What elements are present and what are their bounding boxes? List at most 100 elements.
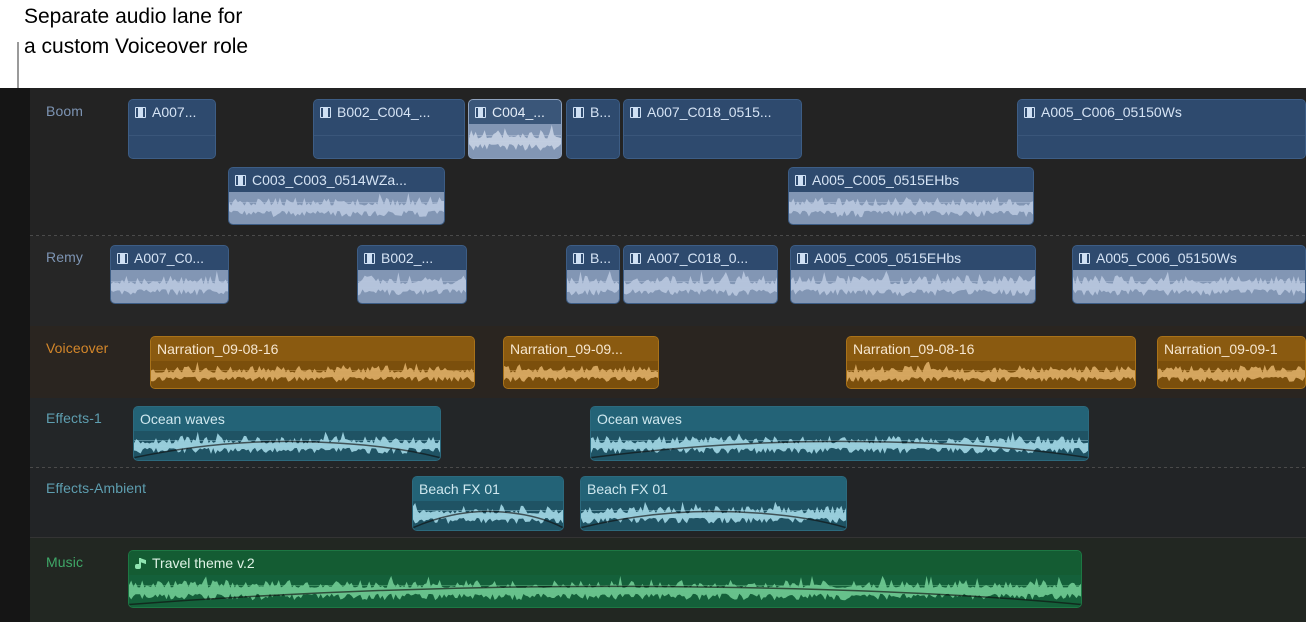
clip-title: A005_C005_0515EHbs xyxy=(791,246,1035,270)
clip-waveform xyxy=(111,270,228,303)
lane-label-effects-1[interactable]: Effects-1 xyxy=(46,410,102,426)
timeline-lane-music[interactable]: Music Travel theme v.2 xyxy=(30,538,1306,622)
clip-name: Beach FX 01 xyxy=(419,481,500,497)
clip-waveform xyxy=(847,361,1135,388)
clip-name: A007_C0... xyxy=(134,250,205,266)
clip-name: B... xyxy=(590,104,612,120)
clip-title: B... xyxy=(567,100,619,124)
callout-label: Separate audio lane for a custom Voiceov… xyxy=(24,5,249,58)
clip-title: Ocean waves xyxy=(134,407,440,431)
lane-label-boom[interactable]: Boom xyxy=(46,103,83,119)
clip-waveform xyxy=(591,431,1088,460)
film-icon xyxy=(795,174,806,186)
clip-name: C003_C003_0514WZa... xyxy=(252,172,407,188)
film-icon xyxy=(1079,252,1090,264)
timeline-left-gutter xyxy=(0,88,30,622)
timeline-clip[interactable]: Ocean waves xyxy=(590,406,1089,461)
clip-title: Beach FX 01 xyxy=(581,477,846,501)
clip-waveform xyxy=(1073,270,1305,303)
film-icon xyxy=(630,106,641,118)
clip-waveform xyxy=(624,124,801,158)
timeline-clip[interactable]: B... xyxy=(566,245,620,304)
clip-title: Narration_09-08-16 xyxy=(847,337,1135,361)
clip-title: B002_... xyxy=(358,246,466,270)
clip-name: Narration_09-09... xyxy=(510,341,623,357)
lane-label-effects-ambient[interactable]: Effects-Ambient xyxy=(46,480,147,496)
clip-name: C004_... xyxy=(492,104,545,120)
timeline-lane-effects-1[interactable]: Effects-1 Ocean waves Ocean waves xyxy=(30,398,1306,468)
clip-waveform xyxy=(151,361,474,388)
film-icon xyxy=(573,106,584,118)
clip-name: A005_C006_05150Ws xyxy=(1096,250,1237,266)
timeline-clip[interactable]: A005_C005_0515EHbs xyxy=(790,245,1036,304)
timeline-lane-boom[interactable]: Boom A007... B002_C004_... C004_... B... A00… xyxy=(30,88,1306,236)
timeline-clip[interactable]: Narration_09-08-16 xyxy=(150,336,475,389)
timeline-clip[interactable]: C004_... xyxy=(468,99,562,159)
clip-name: Narration_09-08-16 xyxy=(853,341,975,357)
music-note-icon xyxy=(135,557,146,569)
timeline-clip[interactable]: B... xyxy=(566,99,620,159)
timeline-clip[interactable]: B002_... xyxy=(357,245,467,304)
clip-name: Travel theme v.2 xyxy=(152,555,255,571)
timeline-clip[interactable]: A007_C018_0515... xyxy=(623,99,802,159)
clip-waveform xyxy=(134,431,440,460)
timeline-lane-remy[interactable]: Remy A007_C0... B002_... B... A007_C018_0… xyxy=(30,236,1306,326)
timeline-clip[interactable]: Narration_09-08-16 xyxy=(846,336,1136,389)
clip-title: A005_C006_05150Ws xyxy=(1073,246,1305,270)
clip-name: Ocean waves xyxy=(140,411,225,427)
clip-title: Ocean waves xyxy=(591,407,1088,431)
film-icon xyxy=(573,252,584,264)
lane-divider xyxy=(30,537,1306,538)
clip-waveform xyxy=(567,270,619,303)
clip-title: C004_... xyxy=(469,100,561,124)
timeline-lane-voiceover[interactable]: Voiceover Narration_09-08-16 Narration_09… xyxy=(30,326,1306,398)
timeline-clip[interactable]: A007_C018_0... xyxy=(623,245,778,304)
clip-waveform xyxy=(791,270,1035,303)
clip-title: Narration_09-08-16 xyxy=(151,337,474,361)
timeline-clip[interactable]: A007_C0... xyxy=(110,245,229,304)
timeline-clip[interactable]: Narration_09-09... xyxy=(503,336,659,389)
timeline-clip[interactable]: A005_C005_0515EHbs xyxy=(788,167,1034,225)
clip-name: A007... xyxy=(152,104,197,120)
clip-waveform xyxy=(314,124,464,158)
timeline-clip[interactable]: A005_C006_05150Ws xyxy=(1072,245,1306,304)
clip-name: A005_C006_05150Ws xyxy=(1041,104,1182,120)
clip-waveform xyxy=(229,192,444,224)
clip-name: A005_C005_0515EHbs xyxy=(812,172,960,188)
clip-name: Narration_09-09-1 xyxy=(1164,341,1278,357)
lane-label-music[interactable]: Music xyxy=(46,554,84,570)
clip-waveform xyxy=(504,361,658,388)
film-icon xyxy=(475,106,486,118)
timeline-clip[interactable]: Narration_09-09-1 xyxy=(1157,336,1306,389)
clip-waveform xyxy=(1018,124,1305,158)
clip-waveform xyxy=(358,270,466,303)
timeline-clip[interactable]: A005_C006_05150Ws xyxy=(1017,99,1306,159)
timeline-clip[interactable]: C003_C003_0514WZa... xyxy=(228,167,445,225)
timeline-clip[interactable]: B002_C004_... xyxy=(313,99,465,159)
timeline-clip[interactable]: Travel theme v.2 xyxy=(128,550,1082,608)
clip-name: Beach FX 01 xyxy=(587,481,668,497)
clip-name: Narration_09-08-16 xyxy=(157,341,279,357)
lane-divider xyxy=(30,235,1306,236)
film-icon xyxy=(364,252,375,264)
clip-waveform xyxy=(567,124,619,158)
clip-waveform xyxy=(581,501,846,530)
timeline-clip[interactable]: A007... xyxy=(128,99,216,159)
lane-label-voiceover[interactable]: Voiceover xyxy=(46,340,109,356)
timeline-clip[interactable]: Beach FX 01 xyxy=(580,476,847,531)
timeline-clip[interactable]: Beach FX 01 xyxy=(412,476,564,531)
lane-label-remy[interactable]: Remy xyxy=(46,249,83,265)
film-icon xyxy=(630,252,641,264)
timeline-lane-effects-ambient[interactable]: Effects-Ambient Beach FX 01 Beach FX 01 xyxy=(30,468,1306,538)
clip-waveform xyxy=(1158,361,1305,388)
clip-waveform xyxy=(469,124,561,158)
clip-title: A007... xyxy=(129,100,215,124)
clip-title: C003_C003_0514WZa... xyxy=(229,168,444,192)
clip-waveform xyxy=(129,575,1081,607)
clip-waveform xyxy=(413,501,563,530)
timeline-clip[interactable]: Ocean waves xyxy=(133,406,441,461)
clip-name: B002_... xyxy=(381,250,434,266)
